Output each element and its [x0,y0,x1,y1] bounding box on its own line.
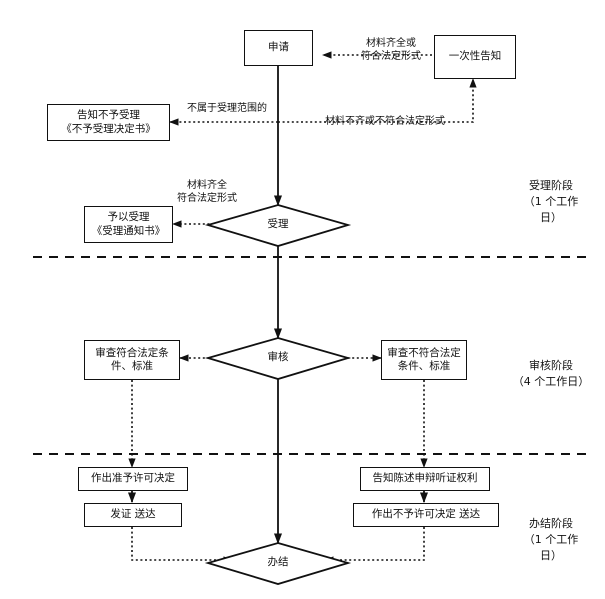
node-grant-accept-label: 予以受理 《受理通知书》 [91,211,166,237]
node-finish-diamond-label: 办结 [267,556,289,569]
node-notify-reject-accept[interactable]: 告知不予受理 《不予受理决定书》 [47,104,170,141]
edge-label-materials-complete-legal: 材料齐全 符合法定形式 [152,166,262,205]
node-review-conform-label: 审查符合法定条 件、标准 [95,346,169,372]
diamond-accept [204,204,352,247]
node-decide-permit[interactable]: 作出准予许可决定 [78,467,188,491]
diamond-finish [204,542,352,585]
edge-label-materials-incomplete-text: 材料不齐或不符合法定形式 [325,116,445,127]
edge-label-not-in-scope-text: 不属于受理范围的 [187,103,267,114]
edge-label-materials-complete-or-legal: 材料齐全或 符合法定形式 [336,24,446,63]
node-review-diamond-label: 审核 [267,351,289,364]
node-review-conform[interactable]: 审查符合法定条 件、标准 [84,340,180,380]
node-review-not-conform-label: 审查不符合法定 条件、标准 [387,346,461,372]
node-notify-rights[interactable]: 告知陈述申辩听证权利 [360,467,490,491]
edge-label-materials-incomplete: 材料不齐或不符合法定形式 [290,102,480,128]
node-review-diamond[interactable]: 审核 [248,348,308,368]
node-apply-label: 申请 [268,41,289,54]
node-accept-diamond-label: 受理 [267,218,289,231]
node-issue-deliver-label: 发证 送达 [110,508,156,521]
stage-label-completion-text: 办结阶段 （1 个工作 日） [523,516,579,562]
node-decide-not-permit-label: 作出不予许可决定 送达 [371,508,481,521]
node-one-time-notice[interactable]: 一次性告知 [434,35,516,79]
stage-label-review-text: 审核阶段 （4 个工作日） [512,358,590,388]
edge-label-not-in-scope: 不属于受理范围的 [168,89,286,115]
edge-notpermit-to-finish [324,527,425,564]
edge-label-materials-complete-or-legal-text: 材料齐全或 符合法定形式 [361,38,421,62]
node-notify-reject-accept-label: 告知不予受理 《不予受理决定书》 [61,109,156,135]
node-apply[interactable]: 申请 [244,30,313,66]
node-review-not-conform[interactable]: 审查不符合法定 条件、标准 [381,340,467,380]
edge-label-materials-complete-legal-text: 材料齐全 符合法定形式 [177,180,237,204]
stage-label-acceptance-text: 受理阶段 （1 个工作 日） [523,178,579,224]
node-notify-rights-label: 告知陈述申辩听证权利 [372,472,478,485]
stage-label-acceptance: 受理阶段 （1 个工作 日） [508,162,594,226]
stage-label-completion: 办结阶段 （1 个工作 日） [508,500,594,564]
node-one-time-notice-label: 一次性告知 [448,50,502,63]
node-finish-diamond[interactable]: 办结 [248,553,308,573]
node-accept-diamond[interactable]: 受理 [248,215,308,235]
edge-issue-to-finish [131,527,233,564]
diamond-review [204,337,352,380]
stage-label-review: 审核阶段 （4 个工作日） [505,342,597,390]
node-decide-permit-label: 作出准予许可决定 [91,472,175,485]
edge-incomplete-to-notice [278,78,477,123]
node-decide-not-permit[interactable]: 作出不予许可决定 送达 [353,503,499,527]
node-grant-accept[interactable]: 予以受理 《受理通知书》 [84,206,173,243]
node-issue-deliver[interactable]: 发证 送达 [84,503,182,527]
